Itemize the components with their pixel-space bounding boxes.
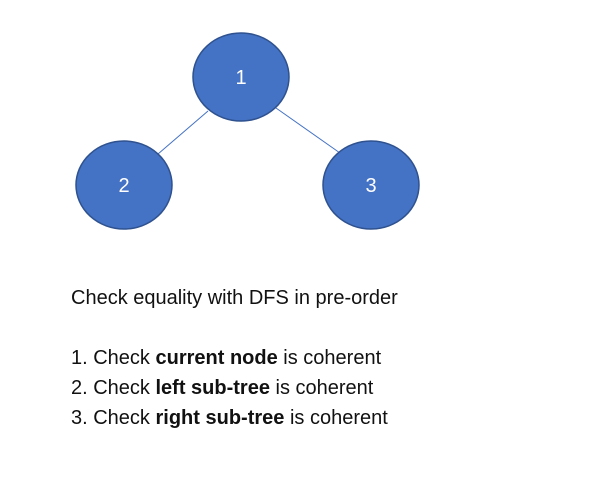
step-suffix: is coherent [269, 377, 374, 399]
tree-node-right-circle [322, 140, 420, 230]
step-prefix: 2. Check [71, 377, 156, 399]
explanation-heading: Check equality with DFS in pre-order [71, 287, 398, 309]
step-item: 1. Check current node is coherent [71, 343, 591, 373]
step-emphasis: current node [155, 347, 278, 369]
tree-node-left-label: 2 [118, 175, 129, 197]
step-suffix: is coherent [284, 407, 388, 429]
tree-node-left: 2 [75, 140, 173, 230]
step-list: 1. Check current node is coherent 2. Che… [71, 343, 591, 433]
binary-tree-diagram: 1 2 3 [75, 32, 420, 230]
tree-node-root: 1 [192, 32, 290, 122]
step-suffix: is coherent [277, 347, 382, 369]
tree-node-right: 3 [322, 140, 420, 230]
explanation-text: Check equality with DFS in pre-order 1. … [71, 283, 591, 433]
tree-node-right-label: 3 [365, 175, 376, 197]
step-prefix: 3. Check [71, 407, 156, 429]
tree-edge-root-right [275, 107, 341, 154]
tree-node-left-circle [75, 140, 173, 230]
step-emphasis: right sub-tree [155, 407, 285, 429]
tree-node-root-circle [192, 32, 290, 122]
step-emphasis: left sub-tree [155, 377, 270, 399]
tree-node-root-label: 1 [235, 67, 246, 89]
tree-edge-root-left [157, 110, 209, 155]
step-item: 2. Check left sub-tree is coherent [71, 373, 591, 403]
step-item: 3. Check right sub-tree is coherent [71, 403, 591, 433]
step-prefix: 1. Check [71, 347, 156, 369]
